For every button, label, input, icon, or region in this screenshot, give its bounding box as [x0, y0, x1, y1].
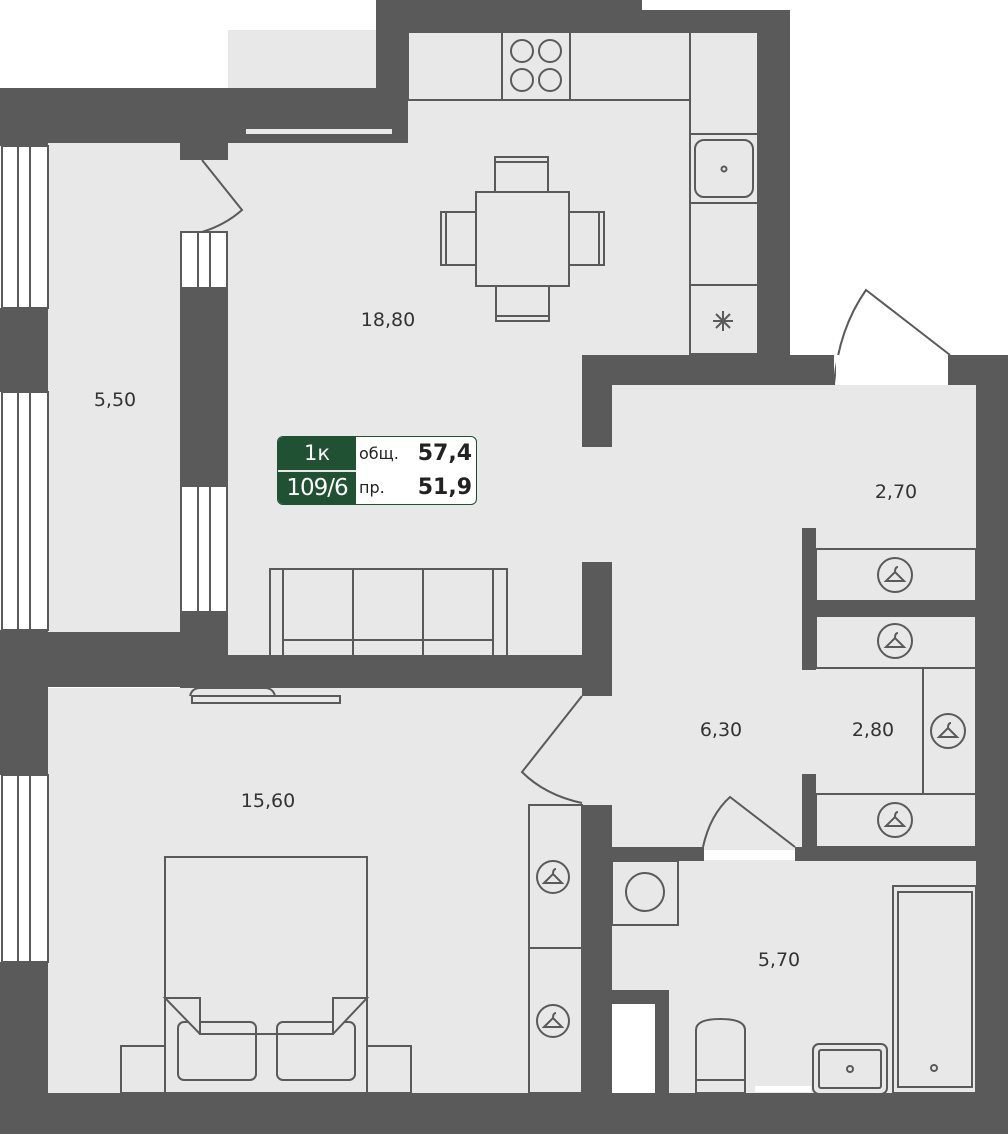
apartment-info-badge: 1к 109/6 общ. 57,4 пр. 51,9: [277, 436, 477, 505]
living-area-label: пр.: [359, 477, 385, 497]
hanger-icon: [877, 623, 913, 659]
sofa: [269, 568, 508, 657]
wardrobe-shelf: [815, 548, 977, 602]
windows: [1, 145, 228, 963]
double-bed: [164, 856, 368, 1094]
total-area-row: общ. 57,4: [359, 437, 472, 471]
tv-bedroom-icon: [189, 687, 276, 697]
room-area-kitchen-living: 18,80: [360, 309, 416, 331]
window-bedroom: [1, 774, 49, 963]
balcony-floor: [48, 142, 180, 632]
hanger-icon: [877, 557, 913, 593]
floors: [48, 30, 976, 1093]
stove-icon: [501, 31, 571, 101]
entrance-door-icon: [833, 288, 951, 386]
room-area-bathroom: 5,70: [757, 949, 801, 971]
hanger-icon: [536, 1004, 570, 1038]
window-balcony-bottom: [1, 391, 49, 631]
nightstand: [366, 1045, 412, 1094]
fridge-snowflake-icon: [713, 311, 733, 331]
room-area-balcony: 5,50: [93, 389, 137, 411]
hanger-icon: [536, 860, 570, 894]
room-area-corridor: 6,30: [699, 719, 743, 741]
living-area-row: пр. 51,9: [359, 471, 472, 505]
bedroom-furniture: [120, 687, 583, 1094]
total-area-value: 57,4: [417, 441, 472, 467]
badge-right-panel: общ. 57,4 пр. 51,9: [356, 437, 476, 504]
balcony-door-icon: [201, 159, 244, 233]
tv-living-icon: [269, 119, 371, 129]
window-living-lower: [180, 485, 228, 613]
washing-machine: [611, 860, 679, 926]
room-area-wardrobe: 2,80: [851, 719, 895, 741]
dining-table: [475, 191, 570, 287]
hangers: [536, 548, 977, 1038]
apartment-number: 109/6: [286, 474, 348, 501]
room-count: 1к: [278, 437, 356, 472]
bathroom-niche: [612, 1004, 655, 1093]
bathtub-icon: [892, 885, 977, 1094]
room-area-bedroom: 15,60: [240, 790, 296, 812]
sink-icon: [694, 139, 754, 198]
window-balcony-top: [1, 145, 49, 309]
toilet-icon: [695, 1017, 746, 1094]
total-area-label: общ.: [359, 444, 399, 464]
pillow: [177, 1021, 257, 1081]
bathroom-fixtures: [611, 860, 977, 1095]
living-area-value: 51,9: [417, 474, 472, 500]
nightstand: [120, 1045, 166, 1094]
bathroom-door-icon: [702, 795, 796, 848]
bedroom-door-icon: [520, 695, 583, 804]
badge-left-panel: 1к 109/6: [278, 437, 356, 504]
kitchen-furniture: [244, 31, 759, 657]
hanger-icon: [877, 802, 913, 838]
hanger-icon: [930, 713, 966, 749]
pillow: [276, 1021, 356, 1081]
wardrobe-shelf: [815, 793, 977, 848]
window-living-upper: [180, 231, 228, 289]
room-area-hall-upper: 2,70: [874, 481, 918, 503]
doors: [201, 159, 951, 848]
washbasin-icon: [812, 1043, 888, 1095]
counter-side: [689, 31, 759, 355]
